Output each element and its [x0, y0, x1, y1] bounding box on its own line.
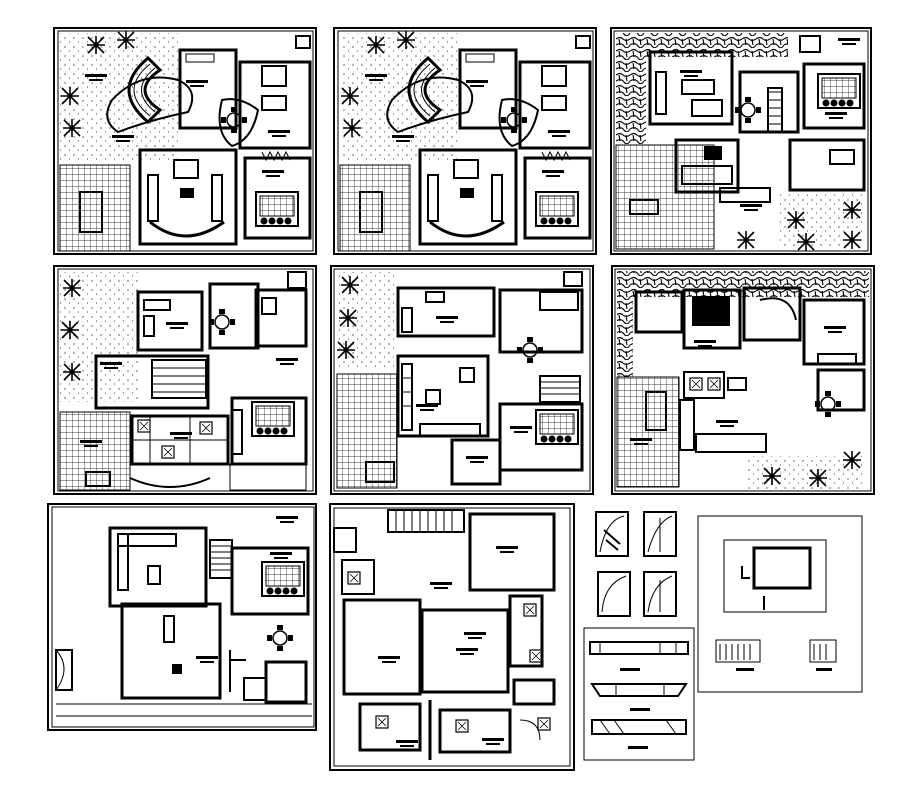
- section-details: [583, 627, 695, 761]
- floor-plan-8: [329, 503, 575, 771]
- door-details: [595, 511, 677, 617]
- floor-plan-3: [610, 27, 872, 255]
- site-details: [697, 515, 863, 693]
- floor-plan-5: [330, 265, 594, 495]
- floor-plan-2: [333, 27, 597, 255]
- floor-plan-6: [611, 265, 875, 495]
- floor-plan-1: [53, 27, 317, 255]
- floor-plan-4: [53, 265, 317, 495]
- floor-plan-7: [47, 503, 317, 731]
